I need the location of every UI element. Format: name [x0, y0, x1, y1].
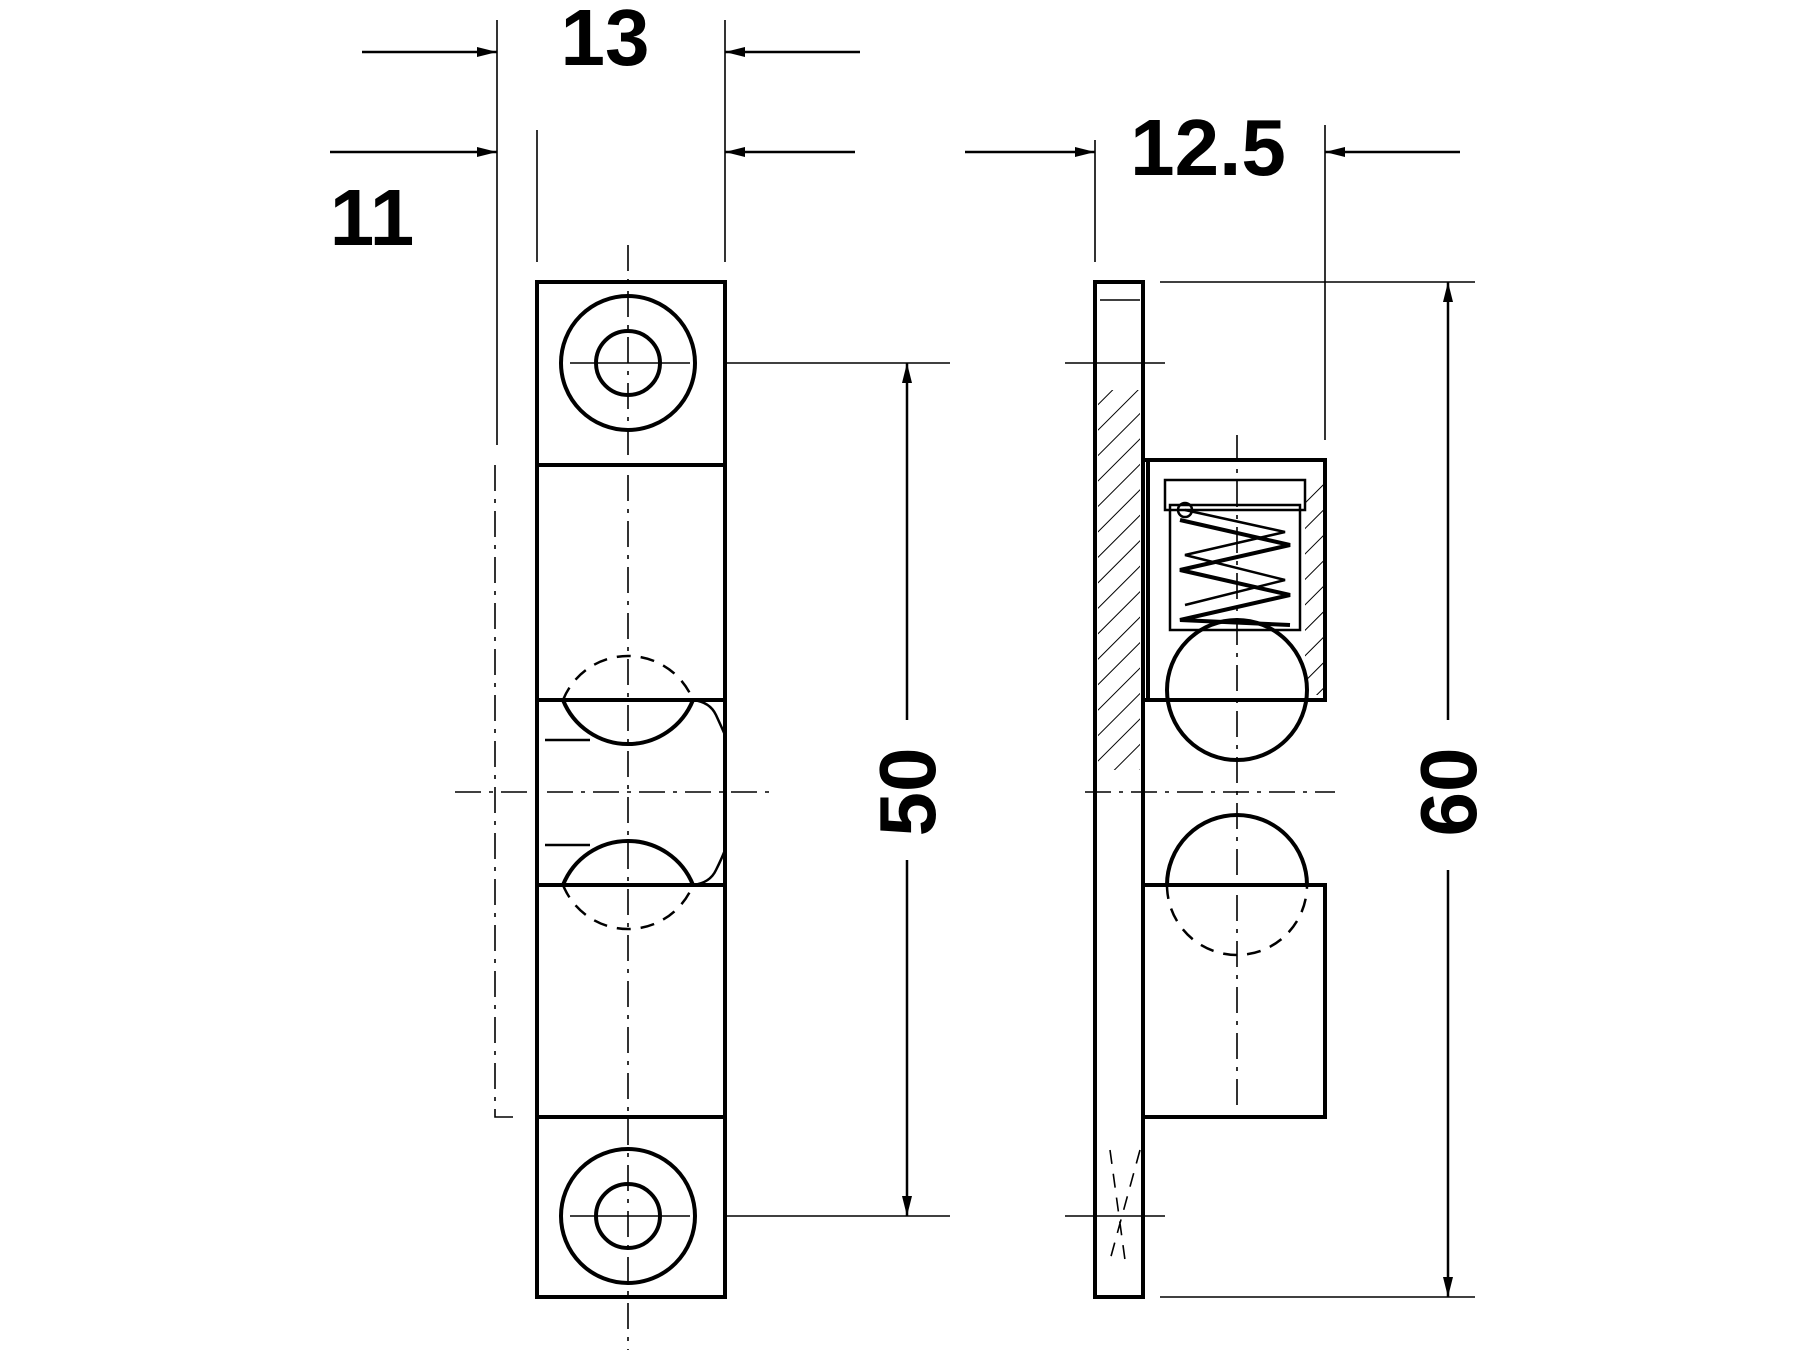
- front-body-outline: [535, 280, 727, 1299]
- spring: [1168, 501, 1302, 632]
- side-plate-hatch: [1098, 390, 1140, 770]
- front-view: [455, 245, 775, 1350]
- upper-ball: [545, 654, 727, 747]
- dimension-label-50: 50: [863, 748, 952, 837]
- dimension-label-11: 11: [330, 173, 415, 262]
- dimension-label-13: 13: [561, 0, 650, 82]
- side-plate-outline: [1093, 280, 1145, 1299]
- dimension-label-12-5: 12.5: [1130, 103, 1286, 192]
- side-barrel-hatch: [1305, 480, 1323, 695]
- lower-ball: [545, 838, 727, 931]
- side-view: [1065, 280, 1335, 1299]
- dimension-label-60: 60: [1404, 748, 1493, 837]
- front-left-phantom-edge: [494, 465, 520, 1118]
- dimension-lines: [330, 20, 1475, 1298]
